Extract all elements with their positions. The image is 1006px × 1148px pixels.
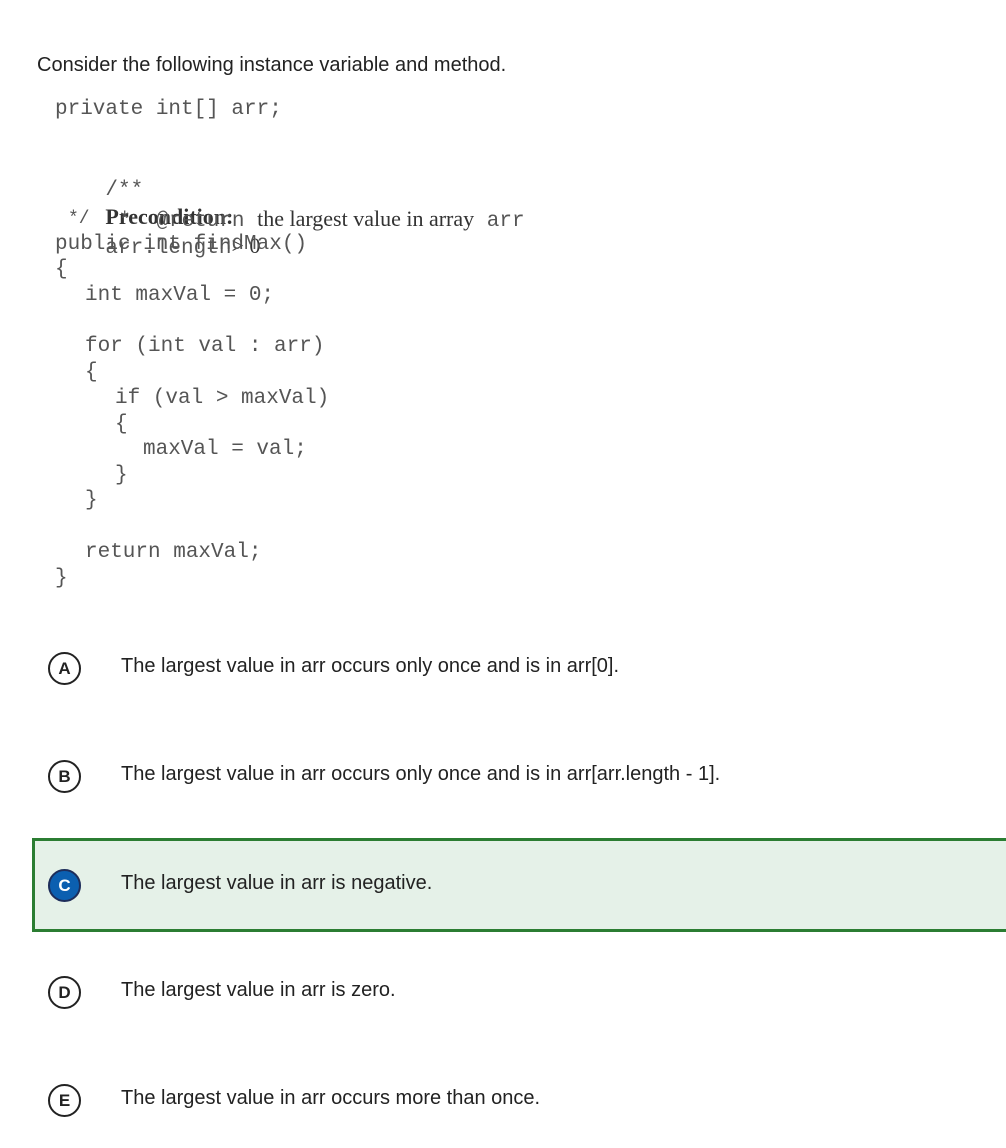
precondition-rest: > 0 xyxy=(231,233,261,258)
choice-letter-badge-d: D xyxy=(48,976,81,1009)
code-if-open: { xyxy=(115,413,128,436)
choice-letter-badge-c: C xyxy=(48,869,81,902)
code-line-declaration: private int[] arr; xyxy=(55,98,282,121)
code-for-open: { xyxy=(85,361,98,384)
code-line-signature: public int findMax() xyxy=(55,233,308,256)
comment-star: * xyxy=(118,210,132,233)
code-brace-close: } xyxy=(55,567,68,590)
choice-text-a: The largest value in arr occurs only onc… xyxy=(121,655,620,677)
answer-choice-b[interactable]: B The largest value in arr occurs only o… xyxy=(0,730,1006,824)
code-line-init: int maxVal = 0; xyxy=(85,284,275,307)
code-line-for: for (int val : arr) xyxy=(85,335,325,358)
code-brace-open: { xyxy=(55,258,68,281)
choice-text-d: The largest value in arr is zero. xyxy=(121,979,396,1001)
answer-choice-a[interactable]: A The largest value in arr occurs only o… xyxy=(0,622,1006,716)
choice-text-c: The largest value in arr is negative. xyxy=(121,872,433,894)
question-prompt: Consider the following instance variable… xyxy=(37,54,507,76)
answer-choice-c-selected[interactable]: C The largest value in arr is negative. xyxy=(32,838,1006,932)
return-tag: @return xyxy=(156,210,245,233)
precondition-label: Precondition: xyxy=(105,204,234,229)
code-line-assign: maxVal = val; xyxy=(143,438,307,461)
choice-text-b: The largest value in arr occurs only onc… xyxy=(121,763,721,785)
code-line-return: return maxVal; xyxy=(85,541,262,564)
code-for-close: } xyxy=(85,489,98,512)
answer-choice-e[interactable]: E The largest value in arr occurs more t… xyxy=(0,1054,1006,1148)
choice-letter-badge-e: E xyxy=(48,1084,81,1117)
code-comment-open: /** Precondition: arr.length> 0 xyxy=(55,152,260,288)
return-variable: arr xyxy=(486,210,525,233)
code-if-close: } xyxy=(115,464,128,487)
answer-choice-d[interactable]: D The largest value in arr is zero. xyxy=(0,946,1006,1040)
comment-open-token: /** xyxy=(105,179,144,202)
choice-letter-badge-b: B xyxy=(48,760,81,793)
choice-letter-badge-a: A xyxy=(48,652,81,685)
code-block: private int[] arr; /** Precondition: arr… xyxy=(55,92,655,592)
choice-text-e: The largest value in arr occurs more tha… xyxy=(121,1087,541,1109)
code-comment-close: */ xyxy=(68,209,90,229)
code-line-if: if (val > maxVal) xyxy=(115,387,330,410)
code-comment-return: * @return the largest value in array arr xyxy=(68,180,525,261)
precondition-code: arr.length xyxy=(105,237,232,260)
return-description: the largest value in array xyxy=(257,206,475,231)
